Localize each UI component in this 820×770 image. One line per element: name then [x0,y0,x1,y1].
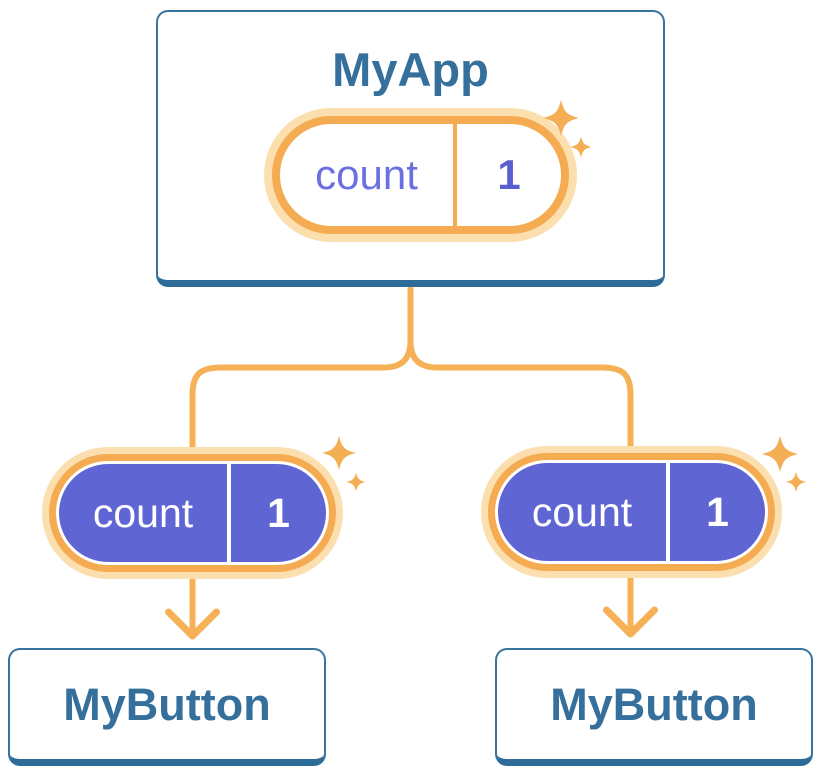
state-pill-child-left: count 1 [42,447,343,579]
connector-branch-right [407,338,634,456]
state-pill-body: count 1 [59,464,326,562]
pill-divider [666,463,670,561]
state-pill-ring: count 1 [49,454,336,572]
component-title: MyButton [550,678,758,730]
component-title: MyApp [332,43,489,96]
component-title: MyButton [63,678,271,730]
sparkle-icon [762,436,798,472]
arrow-head [603,606,658,638]
state-pill-ring: count 1 [488,453,775,571]
state-pill-child-right: count 1 [481,446,782,578]
component-node-mybutton-right: MyButton [495,648,813,766]
arrow-down-icon [603,571,658,638]
state-value: 1 [706,488,729,535]
state-label: count [315,151,418,198]
state-label: count [92,489,194,536]
arrow-down-icon [165,573,220,640]
pill-divider [453,124,457,226]
sparkle-icon [322,436,356,470]
state-value: 1 [497,151,521,198]
state-pill-body: count 1 [498,463,765,561]
state-pill-root: count 1 [264,108,577,242]
sparkle-icon [346,472,366,492]
pill-divider [227,464,231,562]
arrow-head [165,608,220,640]
connector-branch-left [189,338,414,458]
sparkle-icon [786,472,806,492]
state-pill-ring: count 1 [272,116,569,234]
state-value: 1 [267,489,290,536]
component-node-mybutton-left: MyButton [8,648,326,766]
state-label: count [531,488,633,535]
